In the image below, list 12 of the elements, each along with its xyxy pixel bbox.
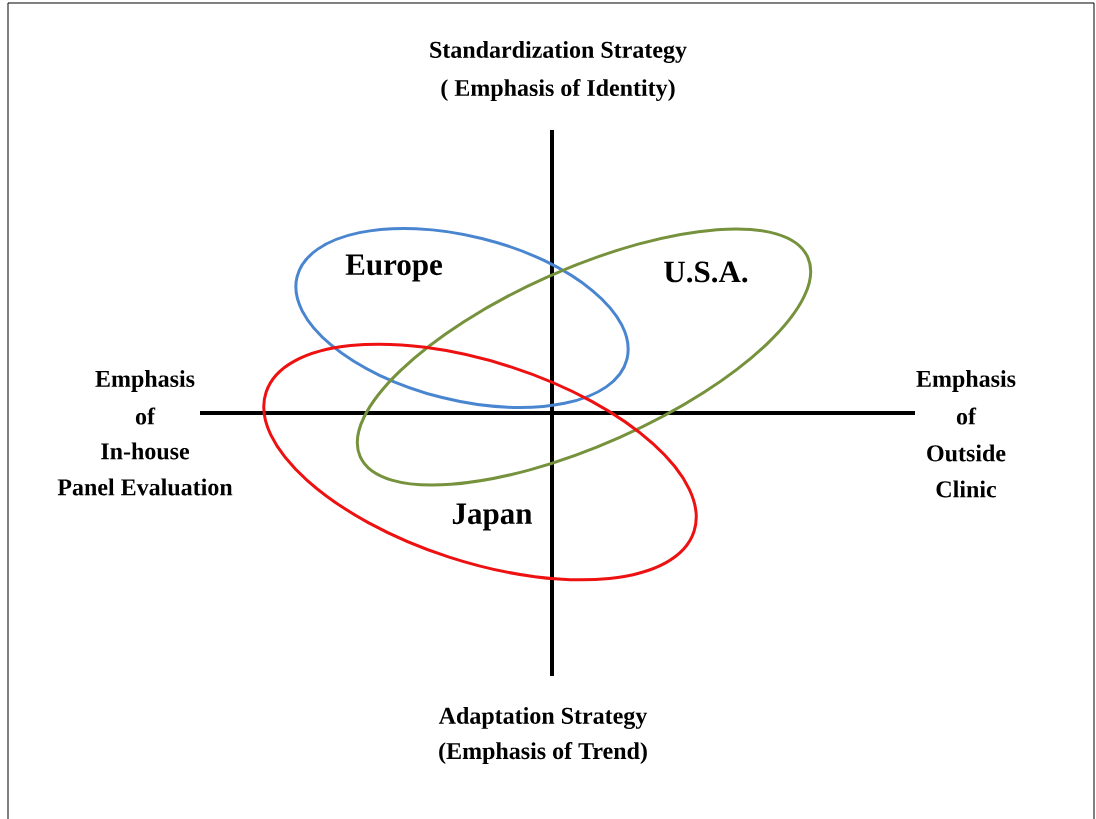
axis-label: Panel Evaluation	[57, 478, 233, 496]
axis-label: Emphasis	[95, 370, 195, 392]
axis-label: of	[135, 407, 156, 425]
axis-label: Standardization Strategy	[430, 41, 687, 63]
axis-label: Clinic	[936, 480, 997, 498]
axis-label: (Emphasis of Trend)	[439, 742, 647, 764]
axis-label: Adaptation Strategy	[438, 707, 648, 729]
axis-label: of	[956, 407, 977, 425]
axis-label: ( Emphasis of Identity)	[441, 78, 675, 102]
axis-label: In-house	[101, 442, 190, 460]
axis-label: Outside	[927, 444, 1006, 462]
axis-label: Emphasis	[916, 370, 1016, 392]
